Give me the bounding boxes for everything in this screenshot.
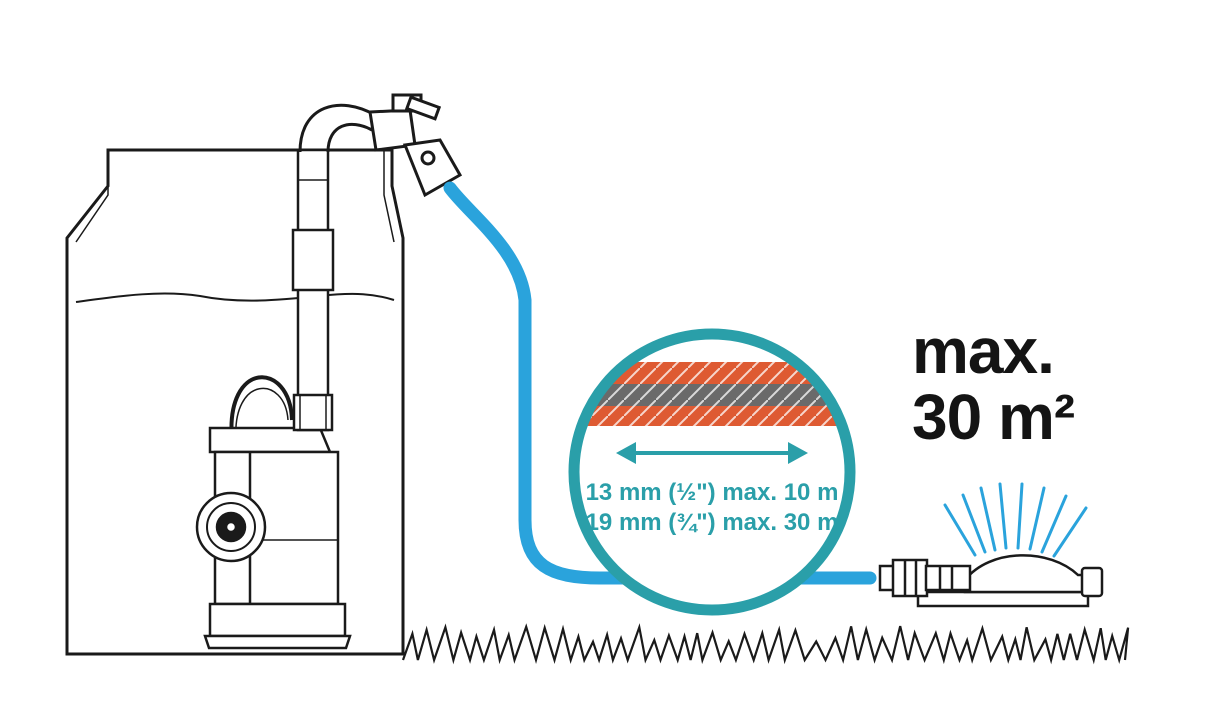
- garden-hose: [443, 181, 877, 585]
- tap-valve: [298, 93, 463, 198]
- sprinkler: [878, 482, 1104, 608]
- water-surface: [75, 292, 395, 303]
- coverage-area-value: 30 m²: [912, 381, 1075, 453]
- coverage-max-text: max.: [912, 315, 1055, 387]
- hose-cross-section: 13 mm (½") max. 10 m 19 mm (¾") max. 30 …: [568, 328, 856, 616]
- submersible-pump: [195, 148, 352, 650]
- grass: [401, 623, 1130, 665]
- hose-spec-13mm: 13 mm (½") max. 10 m: [586, 479, 839, 506]
- hose-spec-19mm: 19 mm (¾") max. 30 m: [586, 509, 839, 536]
- length-arrow: [616, 442, 808, 464]
- coverage-area-label: max. 30 m²: [912, 318, 1172, 450]
